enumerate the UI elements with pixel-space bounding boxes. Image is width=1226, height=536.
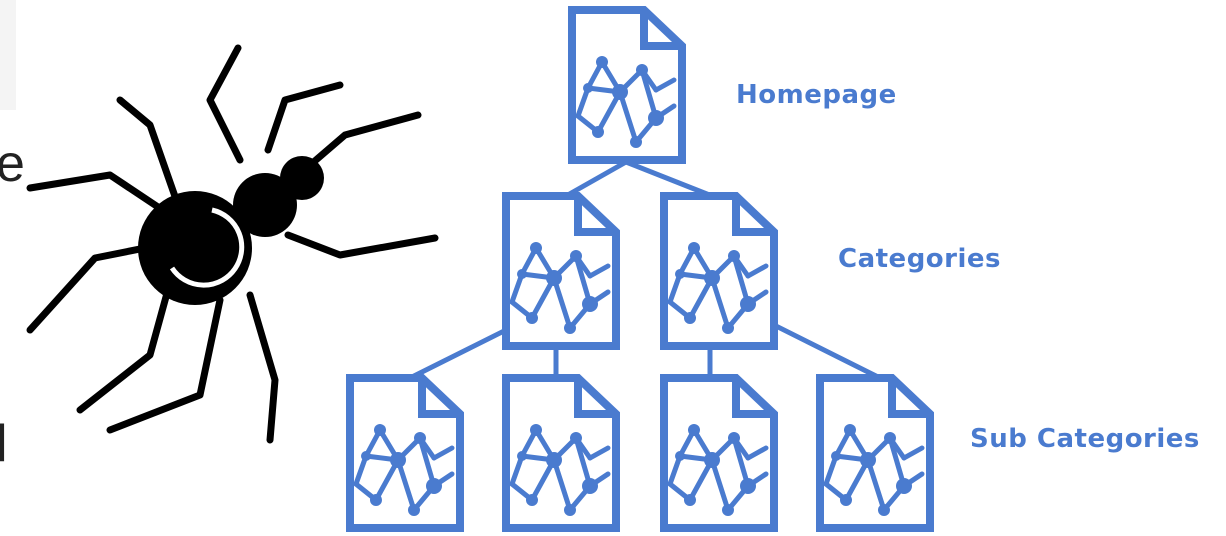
sub-categories-label: Sub Categories	[970, 424, 1200, 454]
categories-label: Categories	[838, 244, 1002, 274]
cropped-panel-edge	[0, 0, 16, 110]
cropped-text-glyph: l	[0, 415, 8, 473]
homepage-page-icon	[572, 10, 682, 160]
cropped-text-glyph: e	[0, 135, 25, 193]
spider-icon	[26, 44, 439, 444]
subcategory-page-icon	[820, 378, 930, 528]
tree-connectors	[408, 159, 882, 381]
category-page-icon	[664, 196, 774, 346]
homepage-label: Homepage	[736, 80, 897, 110]
subcategory-page-icon	[664, 378, 774, 528]
category-page-icon	[506, 196, 616, 346]
subcategory-page-icon	[350, 378, 460, 528]
subcategory-page-icon	[506, 378, 616, 528]
